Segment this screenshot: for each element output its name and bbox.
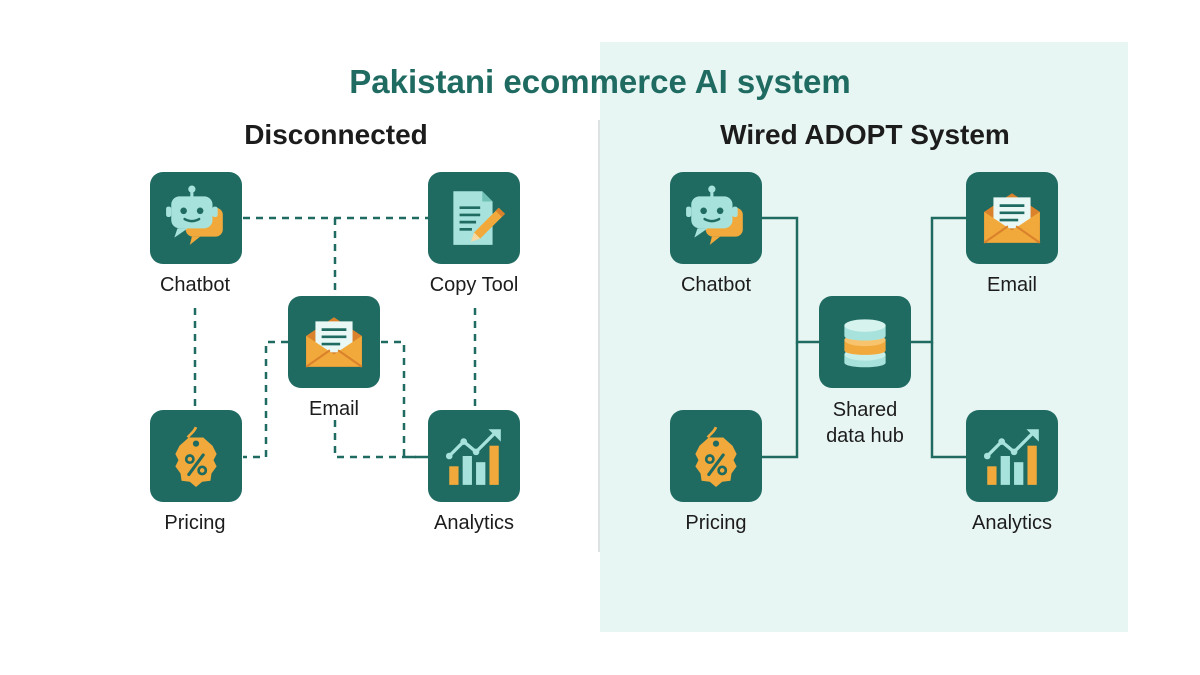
right-subtitle: Wired ADOPT System bbox=[720, 119, 1010, 150]
right-hub-label-line1: Shared bbox=[832, 399, 898, 421]
right-pricing-label: Pricing bbox=[685, 512, 747, 534]
page-title: Pakistani ecommerce AI system bbox=[349, 63, 851, 100]
left-subtitle: Disconnected bbox=[244, 119, 428, 150]
right-chatbot-label: Chatbot bbox=[680, 274, 752, 296]
right-hub-label: Shared data hub bbox=[805, 397, 925, 449]
left-pricing-node bbox=[150, 410, 242, 502]
center-divider bbox=[598, 120, 600, 552]
left-copy-tool-label: Copy Tool bbox=[429, 274, 519, 296]
left-analytics-label: Analytics bbox=[433, 512, 515, 534]
bar-chart-icon bbox=[445, 429, 501, 485]
dashed-link-email-bottom bbox=[333, 420, 428, 459]
price-tag-icon bbox=[695, 426, 737, 487]
right-email-label: Email bbox=[986, 274, 1037, 296]
dashed-connectors bbox=[193, 216, 477, 459]
right-pricing-node bbox=[670, 410, 762, 502]
solid-connectors bbox=[762, 216, 966, 459]
left-chatbot-label: Chatbot bbox=[159, 274, 231, 296]
solid-link-hub-email bbox=[911, 216, 966, 344]
left-copy-tool-node bbox=[428, 172, 520, 264]
database-icon bbox=[844, 319, 886, 368]
robot-icon bbox=[686, 185, 743, 245]
envelope-icon bbox=[983, 193, 1041, 244]
envelope-icon bbox=[305, 317, 363, 368]
left-analytics-node bbox=[428, 410, 520, 502]
right-analytics-label: Analytics bbox=[971, 512, 1053, 534]
solid-link-hub-analytics bbox=[930, 342, 966, 459]
left-pricing-label: Pricing bbox=[164, 512, 226, 534]
solid-link-pricing-hub bbox=[762, 342, 799, 459]
solid-link-chatbot-hub bbox=[762, 216, 819, 344]
right-email-node bbox=[966, 172, 1058, 264]
right-analytics-node bbox=[966, 410, 1058, 502]
document-pencil-icon bbox=[453, 191, 505, 245]
right-chatbot-node bbox=[670, 172, 762, 264]
left-email-node bbox=[288, 296, 380, 388]
left-chatbot-node bbox=[150, 172, 242, 264]
dashed-link-email-pricing bbox=[243, 340, 288, 459]
price-tag-icon bbox=[175, 426, 217, 487]
robot-icon bbox=[166, 185, 223, 245]
bar-chart-icon bbox=[983, 429, 1039, 485]
right-hub-label-line2: data hub bbox=[826, 425, 904, 447]
right-hub-node bbox=[819, 296, 911, 388]
left-email-label: Email bbox=[308, 398, 359, 420]
